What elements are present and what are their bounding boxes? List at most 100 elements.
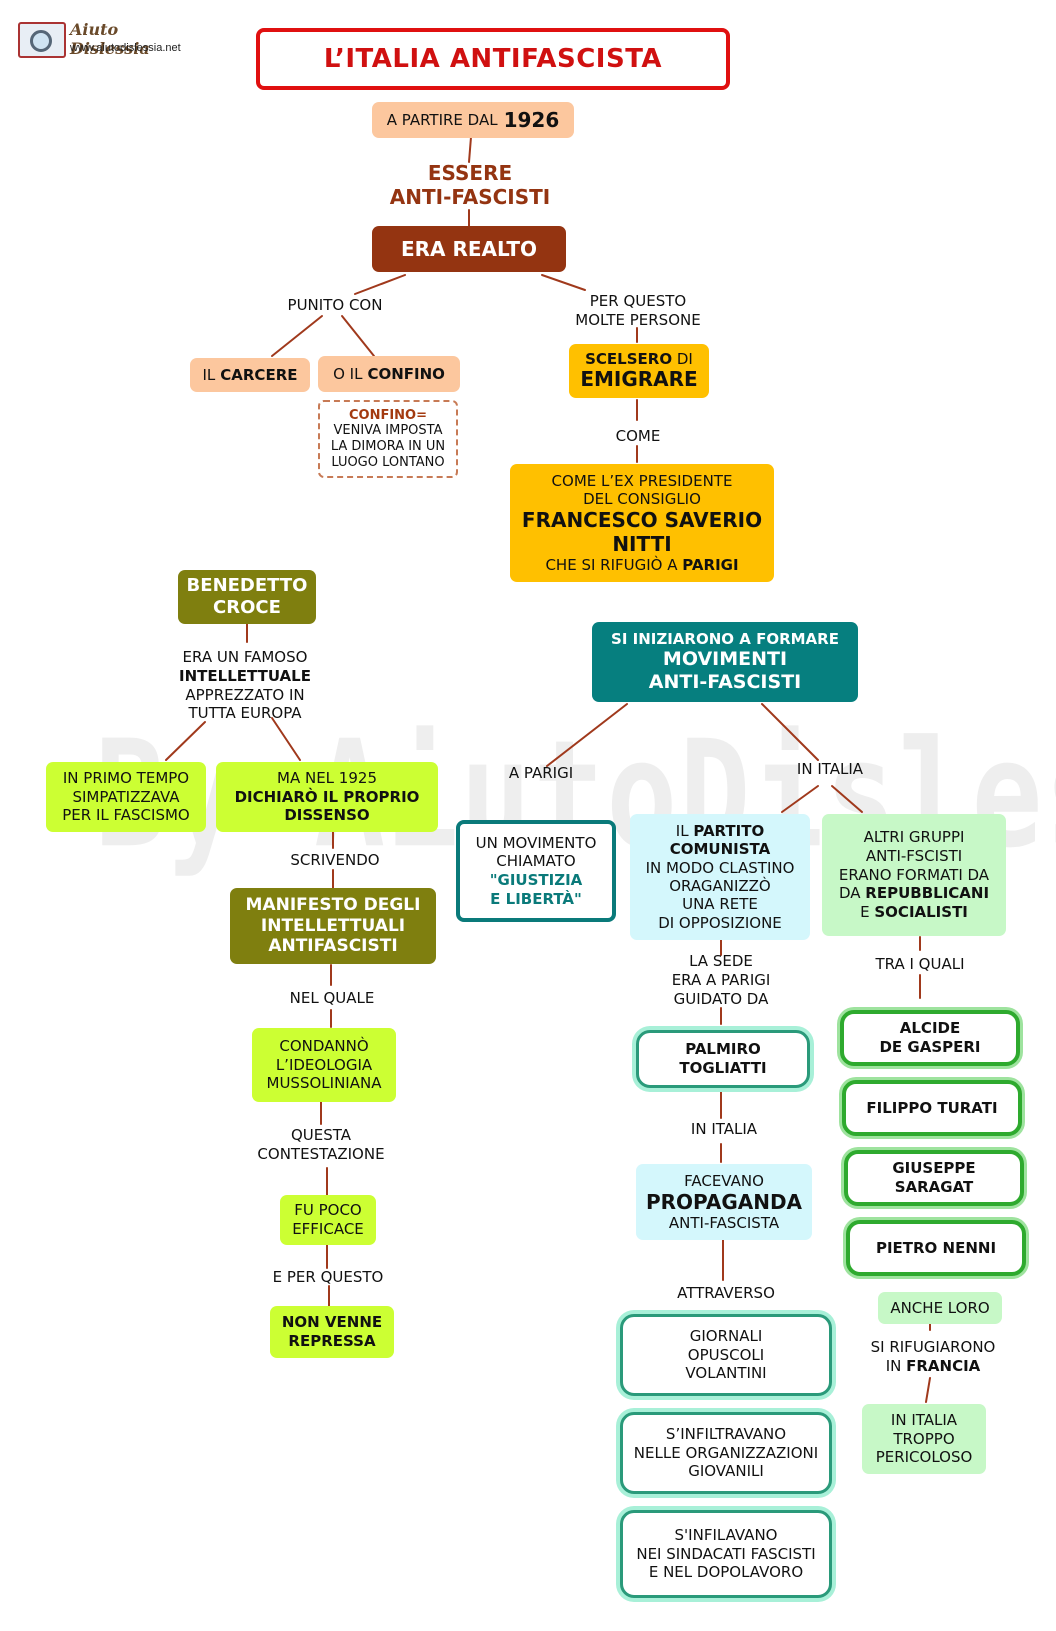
not-repressed-box: NON VENNE REPRESSA: [270, 1306, 394, 1358]
manifesto-box: MANIFESTO DEGLI INTELLETTUALI ANTIFASCIS…: [230, 888, 436, 964]
means-newspapers-box: GIORNALI OPUSCOLI VOLANTINI: [620, 1314, 832, 1396]
gl-l2: CHIAMATO: [496, 852, 576, 871]
first-sympathy-box: IN PRIMO TEMPO SIMPATIZZAVA PER IL FASCI…: [46, 762, 206, 832]
m2-l2: NELLE ORGANIZZAZIONI: [633, 1443, 819, 1462]
but-l1: MA NEL 1925: [277, 768, 377, 787]
crime-box: ERA REALTO: [372, 226, 566, 272]
togliatti-l1: PALMIRO: [685, 1040, 761, 1059]
means-unions-box: S'INFILAVANO NEI SINDACATI FASCISTI E NE…: [620, 1510, 832, 1598]
chose-suffix: DI: [676, 349, 693, 368]
movements-l2: MOVIMENTI: [662, 648, 788, 671]
fled-l2-bold: FRANCIA: [906, 1356, 981, 1375]
therefore-l2: MOLTE PERSONE: [575, 310, 701, 329]
p4: PIETRO NENNI: [875, 1238, 997, 1257]
pci-box: IL PARTITO COMUNISTA IN MODO CLASTINO OR…: [630, 814, 810, 940]
nitti-l3-place: PARIGI: [682, 556, 739, 574]
pci-l2: COMUNISTA: [669, 840, 771, 859]
nitti-box: COME L’EX PRESIDENTE DEL CONSIGLIO FRANC…: [510, 464, 774, 582]
m1-l1: GIORNALI: [689, 1326, 763, 1345]
condemned-l3: MUSSOLINIANA: [266, 1074, 382, 1093]
logo-url[interactable]: www.aiutodislessia.net: [70, 42, 181, 54]
so-label: E PER QUESTO: [272, 1268, 384, 1286]
others-l1: ALTRI GRUPPI: [863, 828, 965, 847]
croce-desc-l3: APPREZZATO IN: [185, 685, 305, 704]
ineffective-l2: EFFICACE: [292, 1220, 364, 1238]
in-italy-2-label: IN ITALIA: [690, 1120, 758, 1138]
gl-l1: UN MOVIMENTO: [475, 833, 597, 852]
fled-l2: IN FRANCIA: [858, 1357, 1008, 1376]
therefore-label: PER QUESTO MOLTE PERSONE: [560, 292, 716, 330]
m3-l2: NEI SINDACATI FASCISTI: [636, 1544, 816, 1563]
since-prefix: A PARTIRE DAL: [386, 110, 498, 129]
emigrate-text: EMIGRARE: [580, 367, 698, 392]
confine-box: O IL CONFINO: [318, 356, 460, 392]
togliatti-l2: TOGLIATTI: [679, 1059, 767, 1077]
chose-line: SCELSERO DI: [585, 349, 693, 368]
seat-l3: GUIDATO DA: [673, 989, 769, 1008]
others-l5-prefix: E: [860, 903, 870, 922]
others-l4: DA REPUBBLICANI: [839, 884, 989, 903]
fled-l2-prefix: IN: [885, 1356, 902, 1375]
contest-l1: QUESTA: [290, 1126, 352, 1144]
prison-text: CARCERE: [220, 365, 298, 384]
logo[interactable]: Aiuto Dislessia www.aiutodislessia.net: [16, 16, 196, 60]
being-line1: ESSERE: [427, 161, 513, 185]
crime-text: ERA REALTO: [400, 236, 538, 261]
pci-l6: DI OPPOSIZIONE: [658, 913, 782, 932]
others-l2: ANTI-FSCISTI: [865, 846, 963, 865]
prop-l3: ANTI-FASCISTA: [668, 1214, 780, 1233]
seat-l2: ERA A PARIGI: [671, 970, 771, 989]
through-label: ATTRAVERSO: [677, 1284, 775, 1302]
others-l4-bold: REPUBBLICANI: [865, 884, 990, 903]
punished-with-label: PUNITO CON: [287, 296, 383, 314]
movements-l3: ANTI-FASCISTI: [648, 671, 802, 693]
manifesto-l2: INTELLETTUALI: [260, 915, 406, 936]
nitti-l2: DEL CONSIGLIO: [583, 490, 701, 508]
p2: FILIPPO TURATI: [866, 1098, 998, 1117]
nitti-l3: CHE SI RIFUGIÒ A PARIGI: [545, 556, 738, 574]
danger-l3: PERICOLOSO: [875, 1448, 973, 1467]
but-l3: DISSENSO: [284, 806, 370, 825]
page-title-text: L’ITALIA ANTIFASCISTA: [323, 43, 663, 74]
fled-label: SI RIFUGIARONO IN FRANCIA: [858, 1338, 1008, 1376]
m1-l3: VOLANTINI: [685, 1364, 767, 1383]
gl-l4: E LIBERTÀ": [490, 889, 582, 908]
pci-l1: IL PARTITO: [676, 822, 764, 840]
in-italy-label: IN ITALIA: [796, 760, 864, 778]
logo-name: Aiuto Dislessia: [70, 20, 150, 58]
person-turati: FILIPPO TURATI: [842, 1080, 1022, 1136]
also-them-box: ANCHE LORO: [878, 1292, 1002, 1324]
confine-definition-box: CONFINO= VENIVA IMPOSTA LA DIMORA IN UN …: [318, 400, 458, 478]
manifesto-l3: ANTIFASCISTI: [268, 936, 398, 957]
seat-label: LA SEDE ERA A PARIGI GUIDATO DA: [650, 952, 792, 1008]
croce-name-l2: CROCE: [213, 597, 281, 618]
condemned-box: CONDANNÒ L’IDEOLOGIA MUSSOLINIANA: [252, 1028, 396, 1102]
m2-l3: GIOVANILI: [688, 1462, 764, 1481]
first-l1: IN PRIMO TEMPO: [62, 768, 190, 787]
pci-l3: IN MODO CLASTINO: [645, 858, 795, 877]
magnifier-icon: [30, 30, 52, 52]
m1-l2: OPUSCOLI: [687, 1345, 765, 1364]
others-l3: ERANO FORMATI DA: [838, 865, 990, 884]
danger-l2: TROPPO: [893, 1429, 955, 1448]
movements-l1: SI INIZIARONO A FORMARE: [611, 630, 839, 649]
like-label: COME: [615, 427, 661, 445]
fled-l1: SI RIFUGIARONO: [870, 1338, 996, 1356]
ineffective-l1: FU POCO: [294, 1201, 362, 1220]
first-l2: SIMPATIZZAVA: [72, 787, 180, 806]
m3-l3: E NEL DOPOLAVORO: [648, 1563, 804, 1582]
too-dangerous-box: IN ITALIA TROPPO PERICOLOSO: [862, 1404, 986, 1474]
means-youth-orgs-box: S’INFILTRAVANO NELLE ORGANIZZAZIONI GIOV…: [620, 1412, 832, 1494]
giustizia-liberta-box: UN MOVIMENTO CHIAMATO "GIUSTIZIA E LIBER…: [456, 820, 616, 922]
chose-prefix: SCELSERO: [585, 349, 673, 368]
p3-l1: GIUSEPPE: [892, 1159, 976, 1178]
prop-l2: PROPAGANDA: [645, 1189, 803, 1214]
croce-name-l1: BENEDETTO: [186, 575, 308, 597]
others-l5: E SOCIALISTI: [860, 903, 968, 922]
prison-box: IL CARCERE: [190, 358, 310, 392]
confine-text: CONFINO: [367, 364, 445, 383]
confine-prefix: O IL: [333, 364, 363, 383]
croce-box: BENEDETTO CROCE: [178, 570, 316, 624]
person-de-gasperi: ALCIDE DE GASPERI: [840, 1010, 1020, 1066]
